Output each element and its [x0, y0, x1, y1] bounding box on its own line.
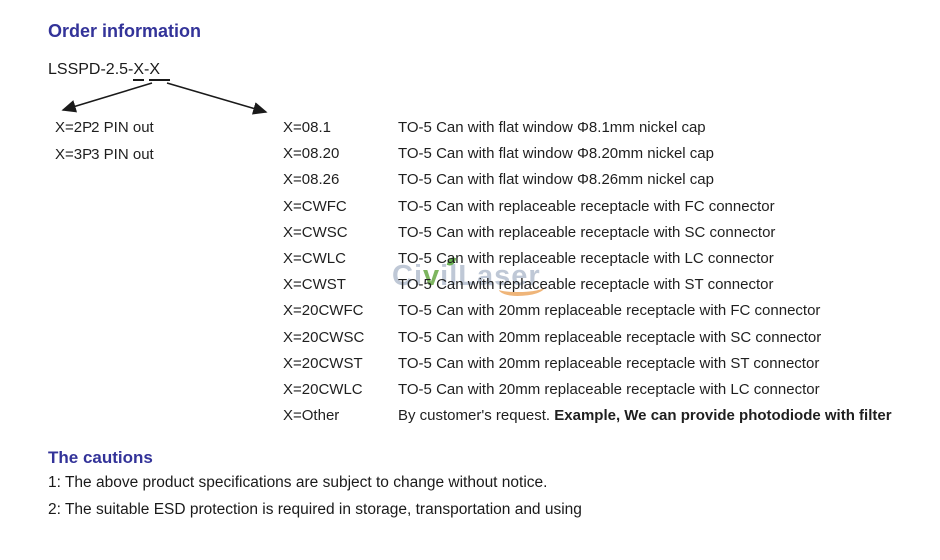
pin-option-code: X=3P	[55, 145, 93, 163]
package-option-code: X=08.26	[283, 171, 340, 189]
package-option-row: X=20CWFC TO-5 Can with 20mm replaceable r…	[283, 298, 892, 324]
package-option-code: X=20CWST	[283, 354, 363, 372]
package-option-desc-bold: Example, We can provide photodiode with …	[554, 407, 892, 425]
package-option-row: X=CWST TO-5 Can with replaceable receptac…	[283, 272, 892, 298]
package-option-code: X=CWST	[283, 276, 346, 294]
package-option-desc: TO-5 Can with 20mm replaceable receptacl…	[398, 302, 821, 320]
package-options-list: X=08.1 TO-5 Can with flat window Φ8.1mm n…	[283, 115, 892, 429]
package-option-desc: TO-5 Can with replaceable receptacle wit…	[398, 197, 775, 215]
watermark-text-part1: Ci	[392, 260, 423, 292]
package-option-desc: TO-5 Can with replaceable receptacle wit…	[398, 249, 774, 267]
pin-option-row: X=3P 3 PIN out	[55, 142, 154, 169]
package-option-row: X=CWSC TO-5 Can with replaceable receptac…	[283, 220, 892, 246]
pin-option-desc: 2 PIN out	[91, 119, 154, 136]
package-option-row: X=08.20 TO-5 Can with flat window Φ8.20mm…	[283, 141, 892, 167]
pin-option-desc: 3 PIN out	[91, 145, 154, 163]
package-option-code: X=Other	[283, 407, 340, 425]
package-option-code: X=CWSC	[283, 223, 348, 241]
pin-options-list: X=2P 2 PIN out X=3P 3 PIN out	[55, 115, 154, 168]
model-code: LSSPD-2.5-X-X	[48, 61, 171, 81]
arrow-left	[61, 82, 153, 113]
cautions-title: The cautions	[48, 448, 153, 467]
package-option-desc: TO-5 Can with replaceable receptacle wit…	[398, 223, 776, 241]
package-option-code: X=08.1	[283, 119, 331, 136]
package-option-row: X=08.26 TO-5 Can with flat window Φ8.26mm…	[283, 167, 892, 193]
package-option-desc: TO-5 Can with flat window Φ8.1mm nickel …	[398, 119, 706, 136]
model-prefix: LSSPD-2.5-	[48, 61, 134, 78]
model-x2: X	[149, 61, 171, 81]
package-option-code: X=20CWSC	[283, 328, 365, 346]
package-option-row: X=CWFC TO-5 Can with replaceable receptac…	[283, 194, 892, 220]
package-option-code: X=08.20	[283, 145, 340, 163]
caution-item-1: 1: The above product specifications are …	[48, 474, 548, 491]
package-option-desc: TO-5 Can with flat window Φ8.20mm nickel…	[398, 145, 714, 163]
watermark-civillaser: CivilLaser	[392, 256, 545, 296]
package-option-desc: TO-5 Can with 20mm replaceable receptacl…	[398, 354, 820, 372]
package-option-row: X=20CWSC TO-5 Can with 20mm replaceable r…	[283, 325, 892, 351]
model-dash: -	[144, 61, 150, 78]
package-option-code: X=CWFC	[283, 197, 347, 215]
branch-arrows	[61, 82, 268, 115]
watermark-swoosh-icon	[498, 280, 545, 296]
pin-option-code: X=2P	[55, 119, 93, 136]
package-option-code: X=CWLC	[283, 249, 346, 267]
package-option-row: X=Other By customer's request. Example, W…	[283, 403, 892, 429]
package-option-desc: TO-5 Can with flat window Φ8.26mm nickel…	[398, 171, 714, 189]
package-option-desc: TO-5 Can with 20mm replaceable receptacl…	[398, 380, 820, 398]
package-option-desc: TO-5 Can with replaceable receptacle wit…	[398, 276, 774, 294]
package-option-row: X=08.1 TO-5 Can with flat window Φ8.1mm n…	[283, 115, 892, 141]
package-option-code: X=20CWLC	[283, 380, 363, 398]
package-option-desc: TO-5 Can with 20mm replaceable receptacl…	[398, 328, 822, 346]
model-x1: X	[133, 61, 145, 81]
caution-item-2: 2: The suitable ESD protection is requir…	[48, 501, 582, 518]
package-option-row: X=CWLC TO-5 Can with replaceable receptac…	[283, 246, 892, 272]
arrow-right	[166, 82, 268, 115]
package-option-code: X=20CWFC	[283, 302, 364, 320]
watermark-text-part2: v	[423, 260, 441, 292]
package-option-desc: By customer's request.	[398, 407, 555, 425]
pin-option-row: X=2P 2 PIN out	[55, 115, 154, 142]
order-information-title: Order information	[48, 21, 202, 41]
package-option-row: X=20CWST TO-5 Can with 20mm replaceable r…	[283, 351, 892, 377]
package-option-row: X=20CWLC TO-5 Can with 20mm replaceable r…	[283, 377, 892, 403]
